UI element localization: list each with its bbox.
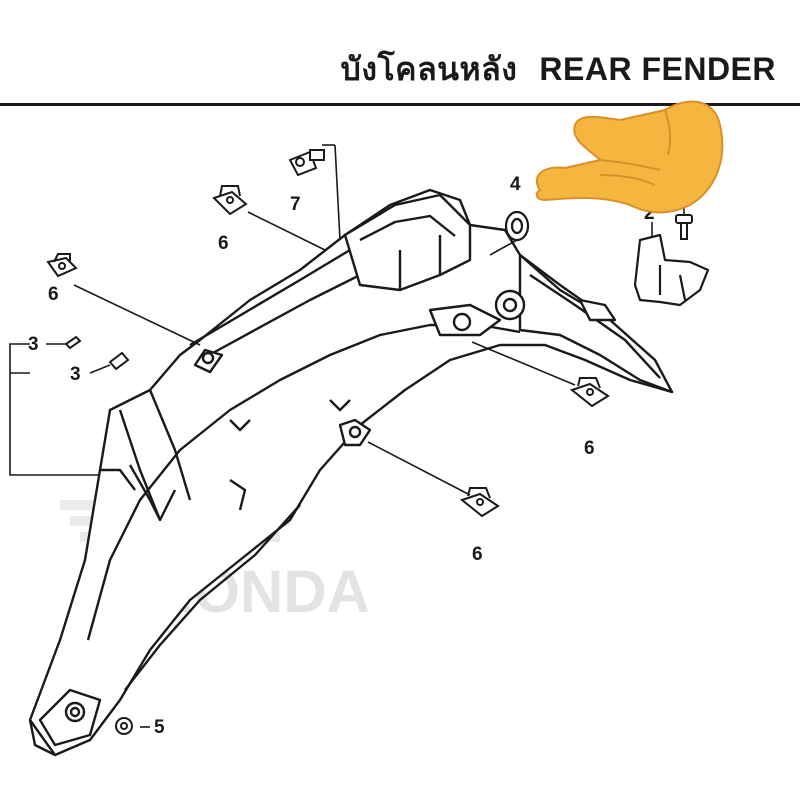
callout-6-lower: 6 [472,544,483,565]
page-title: บังโคลนหลัง REAR FENDER [341,44,776,95]
part-6-nut-d [459,487,500,518]
callout-6-right: 6 [584,438,595,459]
part-6-nut-c [569,377,610,408]
pointing-hand-icon [535,100,724,214]
callout-3-upper: 3 [28,334,39,355]
callout-2: 2 [644,203,655,224]
part-5-nut [115,717,133,735]
callout-3-lower: 3 [70,364,81,385]
leader-lines [9,144,685,728]
callout-5: 5 [154,717,165,738]
part-8-screw [675,214,693,240]
callout-6-upper: 6 [218,233,229,254]
title-divider [0,103,800,106]
part-7-bolt [288,149,325,177]
callout-6-top-left: 6 [48,284,59,305]
title-thai: บังโคลนหลัง [340,51,518,87]
part-6-nut-b [212,185,248,216]
part-3-clip-a [64,335,82,350]
part-4-grommet [504,210,530,242]
rear-fender-part [28,188,674,757]
part-2-bracket [633,233,710,307]
title-english: REAR FENDER [539,51,776,87]
part-3-clip-b [108,351,130,371]
part-6-nut-a [46,253,78,278]
callout-7: 7 [290,194,301,215]
callout-4: 4 [510,174,521,195]
